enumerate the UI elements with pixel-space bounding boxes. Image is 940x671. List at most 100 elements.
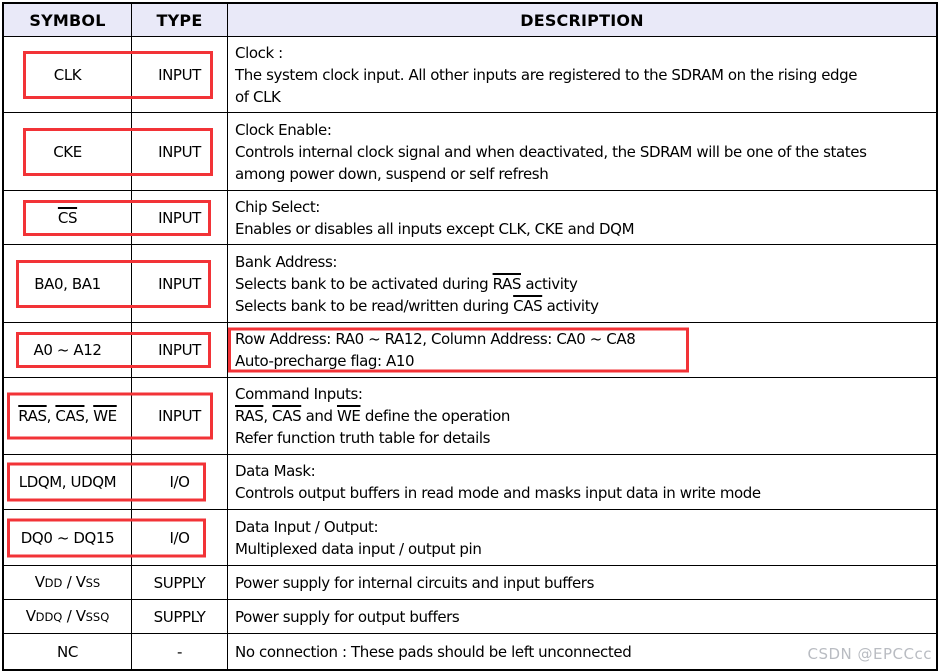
text-segment: activity — [542, 296, 600, 315]
symbol-cell: DQ0 ~ DQ15 — [4, 510, 132, 565]
text-segment: Command Inputs: — [235, 385, 363, 403]
text-segment: SS — [85, 576, 101, 590]
symbol-text: CLK — [54, 64, 82, 86]
type-cell: INPUT — [132, 191, 228, 244]
symbol-cell: CKE — [4, 113, 132, 190]
symbol-text: DQ0 ~ DQ15 — [20, 527, 115, 549]
text-segment: Data Input / Output: — [235, 517, 379, 536]
text-segment: The system clock input. All other inputs… — [235, 65, 858, 84]
table-row: NC -No connection : These pads should be … — [4, 633, 936, 669]
description-line: Clock : — [235, 42, 936, 64]
description-line: Multiplexed data input / output pin — [235, 538, 936, 560]
symbol-text: NC — [57, 641, 78, 663]
table-row: CKE INPUT Clock Enable: Controls internal c… — [4, 112, 936, 190]
type-cell: INPUT — [132, 113, 228, 190]
description-line: Power supply for output buffers — [235, 606, 936, 628]
text-segment: LDQM, UDQM — [18, 473, 117, 491]
overlined-signal-text: RAS — [492, 274, 522, 293]
description-line: Row Address: RA0 ~ RA12, Column Address:… — [235, 328, 936, 350]
type-cell: I/O — [132, 455, 228, 509]
text-segment: DD — [44, 576, 63, 590]
overlined-signal-text: WE — [336, 407, 361, 425]
text-segment: Controls output buffers in read mode and… — [235, 484, 761, 502]
text-segment: DDQ — [35, 610, 63, 624]
text-segment: Clock Enable: — [235, 120, 332, 139]
text-segment: V — [25, 607, 36, 625]
text-segment: Auto-precharge flag: A10 — [235, 352, 415, 370]
symbol-text: CKE — [53, 141, 82, 163]
description-line: Data Input / Output: — [235, 516, 936, 538]
symbol-text: BA0, BA1 — [34, 273, 101, 295]
symbol-cell: CS — [4, 191, 132, 244]
text-segment: Data Mask: — [235, 462, 316, 480]
description-cell: Power supply for internal circuits and i… — [228, 566, 936, 599]
symbol-text: CS — [57, 207, 78, 229]
text-segment: and — [301, 407, 337, 425]
overlined-signal-text: CS — [57, 208, 78, 227]
type-text: I/O — [169, 528, 190, 547]
text-segment: Clock : — [235, 43, 283, 62]
type-text: I/O — [169, 473, 190, 491]
description-line: Auto-precharge flag: A10 — [235, 350, 936, 372]
header-symbol: SYMBOL — [4, 4, 132, 36]
type-cell: - — [132, 634, 228, 669]
type-cell: I/O — [132, 510, 228, 565]
description-cell: Row Address: RA0 ~ RA12, Column Address:… — [228, 323, 936, 377]
header-symbol-label: SYMBOL — [29, 10, 106, 30]
type-text: INPUT — [158, 208, 201, 227]
description-cell: Chip Select: Enables or disables all inpu… — [228, 191, 936, 244]
text-segment: Row Address: RA0 ~ RA12, Column Address:… — [235, 330, 636, 348]
text-segment: / V — [62, 573, 86, 591]
text-segment: among power down, suspend or self refres… — [235, 164, 549, 183]
description-line: of CLK — [235, 86, 936, 108]
text-segment: Chip Select: — [235, 197, 320, 216]
symbol-text: RAS, CAS, WE — [18, 405, 117, 427]
watermark: CSDN @EPCCcc — [807, 645, 932, 663]
text-segment: Power supply for output buffers — [235, 607, 460, 626]
symbol-text: VDDQ / VSSQ — [26, 605, 110, 628]
table-row: VDDQ / VSSQ SUPPLY Power supply for output… — [4, 599, 936, 633]
text-segment: Controls internal clock signal and when … — [235, 142, 867, 161]
text-segment: DQ0 ~ DQ15 — [20, 528, 115, 547]
description-line: Controls internal clock signal and when … — [235, 141, 936, 163]
symbol-cell: CLK — [4, 37, 132, 112]
overlined-signal-text: RAS — [235, 407, 264, 425]
description-line: Command Inputs: — [235, 383, 936, 405]
table-row: LDQM, UDQM I/O Data Mask: Controls output b… — [4, 454, 936, 509]
description-line: The system clock input. All other inputs… — [235, 64, 936, 86]
type-cell: SUPPLY — [132, 600, 228, 633]
description-line: Enables or disables all inputs except CL… — [235, 218, 936, 240]
text-segment: Selects bank to be activated during — [235, 274, 493, 293]
overlined-signal-text: CAS — [272, 407, 302, 425]
table-row: DQ0 ~ DQ15 I/O Data Input / Output: Multipl… — [4, 509, 936, 565]
overlined-signal-text: WE — [93, 407, 117, 425]
text-segment: SSQ — [85, 610, 110, 624]
text-segment: A0 ~ A12 — [33, 341, 102, 359]
symbol-cell: NC — [4, 634, 132, 669]
type-text: SUPPLY — [153, 607, 206, 626]
type-text: INPUT — [158, 65, 201, 84]
text-segment: CKE — [53, 142, 82, 161]
text-segment: V — [34, 573, 45, 591]
table-row: CS INPUT Chip Select: Enables or disables a… — [4, 190, 936, 244]
header-description: DESCRIPTION — [228, 4, 936, 36]
type-text: SUPPLY — [153, 573, 206, 592]
description-line: Selects bank to be activated during RAS … — [235, 273, 936, 295]
table-header-row: SYMBOL TYPE DESCRIPTION — [4, 4, 936, 36]
text-segment: No connection : These pads should be lef… — [235, 642, 632, 661]
type-text: INPUT — [158, 407, 201, 425]
text-segment: of CLK — [235, 87, 281, 106]
type-text: INPUT — [158, 274, 201, 293]
symbol-text: VDD / VSS — [35, 571, 100, 594]
type-text: INPUT — [158, 142, 201, 161]
description-line: Selects bank to be read/written during C… — [235, 295, 936, 317]
table-body: CLK INPUT Clock : The system clock input. A… — [4, 36, 936, 669]
type-cell: SUPPLY — [132, 566, 228, 599]
symbol-cell: VDD / VSS — [4, 566, 132, 599]
text-segment: / V — [62, 607, 86, 625]
description-cell: Clock : The system clock input. All other… — [228, 37, 936, 112]
